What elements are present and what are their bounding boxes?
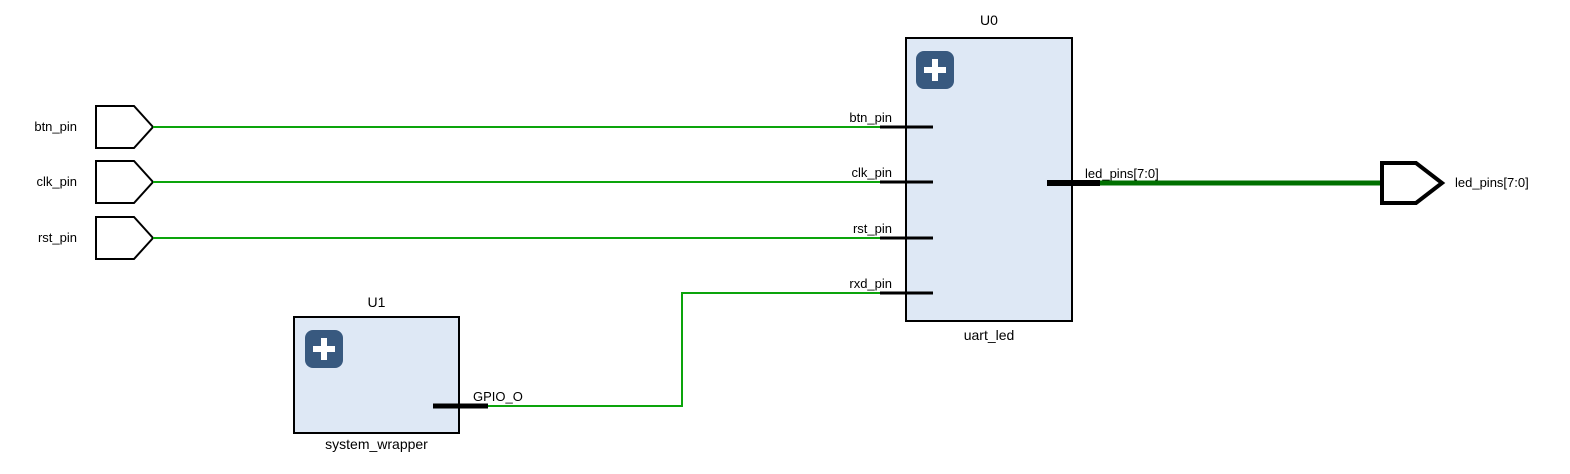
- pin-label-U0-btn_pin: btn_pin: [849, 110, 892, 125]
- net-gpio-to-rxd[interactable]: [488, 292, 880, 407]
- input-port-label-clk_pin: clk_pin: [36, 174, 77, 189]
- block-U0-instance-name: U0: [980, 12, 998, 28]
- input-port-label-rst_pin: rst_pin: [37, 230, 77, 245]
- input-port-rst_pin[interactable]: [95, 216, 155, 260]
- block-U1-instance-name: U1: [367, 294, 386, 310]
- output-port-led_pins[interactable]: [1380, 161, 1446, 205]
- pin-label-U0-rst_pin: rst_pin: [852, 221, 892, 236]
- expand-block-U1-button[interactable]: [305, 330, 343, 368]
- block-U0-module-name: uart_led: [963, 327, 1015, 343]
- input-port-btn_pin[interactable]: [95, 105, 155, 149]
- output-port-label-led_pins: led_pins[7:0]: [1455, 175, 1529, 190]
- pin-label-U0-clk_pin: clk_pin: [851, 165, 892, 180]
- pin-label-U0-led_pins: led_pins[7:0]: [1085, 166, 1159, 181]
- block-U1-module-name: system_wrapper: [325, 436, 428, 452]
- pin-label-U1-GPIO_O: GPIO_O: [473, 389, 523, 404]
- plus-icon: [916, 51, 954, 89]
- input-port-clk_pin[interactable]: [95, 160, 155, 204]
- input-port-label-btn_pin: btn_pin: [34, 119, 77, 134]
- plus-icon: [305, 330, 343, 368]
- pin-label-U0-rxd_pin: rxd_pin: [849, 276, 892, 291]
- expand-block-U0-button[interactable]: [916, 51, 954, 89]
